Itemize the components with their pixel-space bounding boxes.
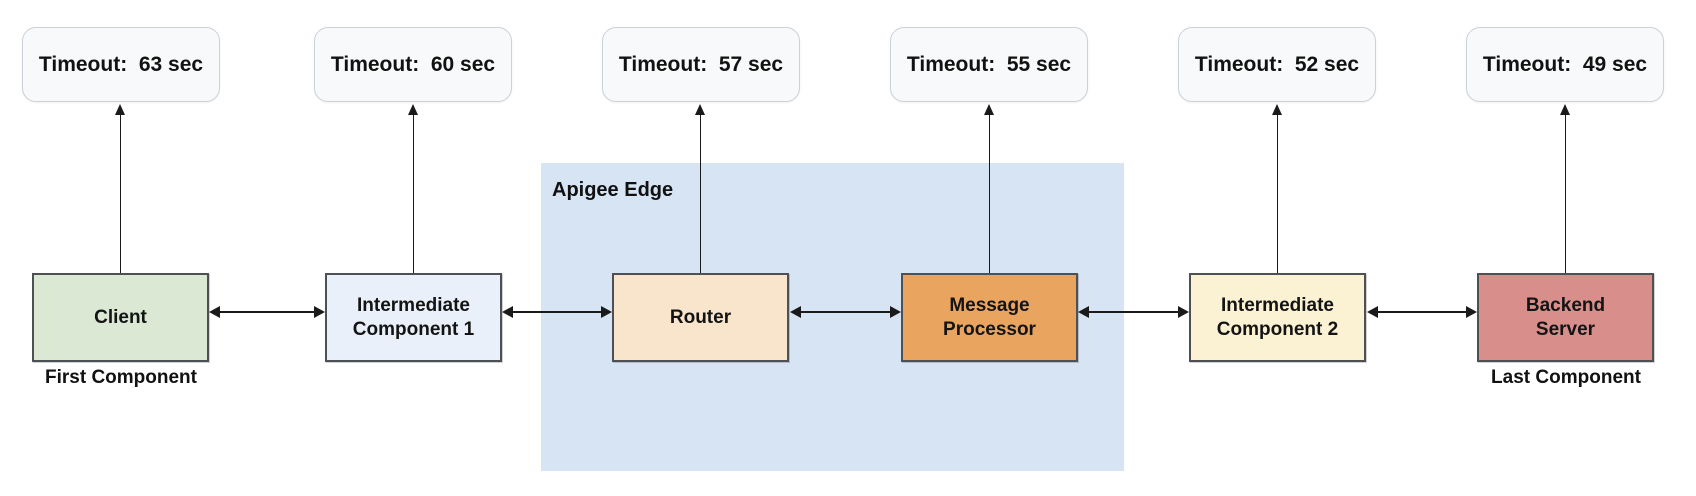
arrowhead-right-icon bbox=[890, 306, 901, 318]
component-router: Router bbox=[612, 273, 789, 362]
arrow-line bbox=[988, 113, 991, 273]
component-backend-server: Backend Server bbox=[1477, 273, 1654, 362]
component-intermediate-1: Intermediate Component 1 bbox=[325, 273, 502, 362]
connector-intermediate-1-router bbox=[502, 306, 612, 318]
connector-intermediate-2-backend-server bbox=[1367, 306, 1477, 318]
arrowhead-up-icon bbox=[984, 104, 994, 115]
arrow-line bbox=[699, 113, 702, 273]
timeout-box-intermediate-2: Timeout: 52 sec bbox=[1178, 27, 1376, 102]
arrowhead-right-icon bbox=[601, 306, 612, 318]
connector-router-message-processor bbox=[790, 306, 901, 318]
connector-message-processor-intermediate-2 bbox=[1078, 306, 1189, 318]
arrowhead-up-icon bbox=[1272, 104, 1282, 115]
component-client: Client bbox=[32, 273, 209, 362]
arrowhead-up-icon bbox=[115, 104, 125, 115]
arrowhead-right-icon bbox=[314, 306, 325, 318]
arrow-line bbox=[1087, 311, 1180, 313]
arrowhead-up-icon bbox=[1560, 104, 1570, 115]
timeout-box-intermediate-1: Timeout: 60 sec bbox=[314, 27, 512, 102]
up-arrow-router bbox=[695, 104, 706, 273]
arrow-line bbox=[119, 113, 122, 273]
apigee-edge-region-label: Apigee Edge bbox=[552, 179, 674, 201]
arrow-line bbox=[1564, 113, 1567, 273]
arrowhead-left-icon bbox=[502, 306, 513, 318]
connector-client-intermediate-1 bbox=[209, 306, 325, 318]
arrowhead-left-icon bbox=[790, 306, 801, 318]
timeout-box-router: Timeout: 57 sec bbox=[602, 27, 800, 102]
arrow-line bbox=[1276, 113, 1279, 273]
timeout-box-message-processor: Timeout: 55 sec bbox=[890, 27, 1088, 102]
arrow-line bbox=[218, 311, 316, 313]
up-arrow-backend-server bbox=[1560, 104, 1571, 273]
component-label: Client bbox=[94, 306, 147, 328]
arrowhead-right-icon bbox=[1466, 306, 1477, 318]
up-arrow-client bbox=[115, 104, 126, 273]
component-label: Backend Server bbox=[1525, 294, 1606, 340]
arrowhead-right-icon bbox=[1178, 306, 1189, 318]
first-component-caption: First Component bbox=[45, 367, 197, 388]
up-arrow-message-processor bbox=[984, 104, 995, 273]
up-arrow-intermediate-2 bbox=[1272, 104, 1283, 273]
component-label: Router bbox=[669, 306, 732, 328]
arrowhead-left-icon bbox=[1078, 306, 1089, 318]
component-intermediate-2: Intermediate Component 2 bbox=[1189, 273, 1366, 362]
arrowhead-up-icon bbox=[408, 104, 418, 115]
timeout-box-backend-server: Timeout: 49 sec bbox=[1466, 27, 1664, 102]
arrowhead-up-icon bbox=[695, 104, 705, 115]
component-label: Intermediate Component 1 bbox=[352, 294, 475, 340]
last-component-caption: Last Component bbox=[1491, 367, 1641, 388]
arrow-line bbox=[412, 113, 415, 273]
component-label: Message Processor bbox=[943, 294, 1036, 340]
component-label: Intermediate Component 2 bbox=[1216, 294, 1339, 340]
up-arrow-intermediate-1 bbox=[408, 104, 419, 273]
arrowhead-left-icon bbox=[1367, 306, 1378, 318]
arrow-line bbox=[799, 311, 892, 313]
component-message-processor: Message Processor bbox=[901, 273, 1078, 362]
arrow-line bbox=[511, 311, 603, 313]
timeout-box-client: Timeout: 63 sec bbox=[22, 27, 220, 102]
arrowhead-left-icon bbox=[209, 306, 220, 318]
arrow-line bbox=[1376, 311, 1468, 313]
